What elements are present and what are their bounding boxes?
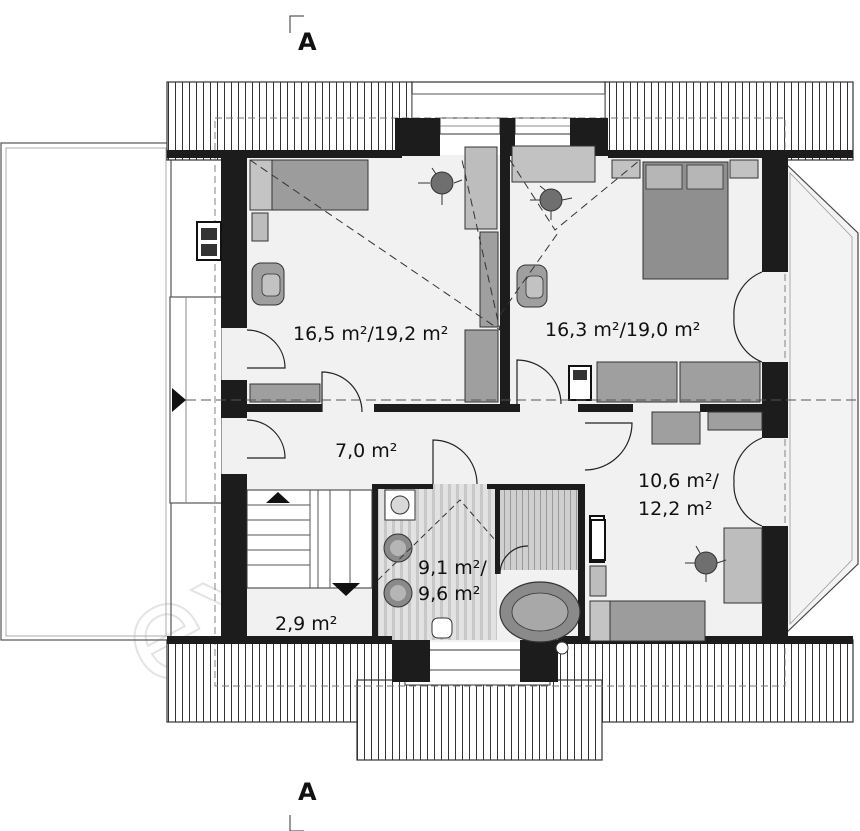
roof-bottom-center [356,679,603,761]
bed-small-pillow [589,600,611,642]
washing-machine-drum [390,495,410,515]
radiator-right [590,519,606,561]
diagonal-left [249,159,501,332]
stair-steps [247,490,351,588]
toilet [431,617,453,639]
svg-text:A: A [298,28,317,56]
terrace-inner [5,147,167,637]
room-area-bathroom-1: 9,1 m²/ [418,557,487,579]
sink-1-bowl [390,540,406,556]
nightstand-small [589,565,607,597]
stair-arrow-up [266,492,290,503]
cabinet-left [249,383,321,403]
room-area-storage: 2,9 m² [275,613,337,635]
svg-text:A: A [298,778,317,806]
bay-window-inner [789,172,853,625]
shelf-right-2 [729,159,759,179]
wardrobe-right-2 [679,361,761,403]
desk-right [511,145,596,183]
section-marker-top: A [289,15,317,56]
nightstand-left [251,212,269,242]
chimney-left-flue [201,228,217,240]
sink-2-bowl [390,585,406,601]
armchair-left-seat [261,273,281,297]
chimney-left-flue-2 [201,244,217,256]
room-area-bathroom-2: 9,6 m² [418,583,480,605]
office-chair-right [530,185,573,220]
room-area-bedroom-small-1: 10,6 m²/ [638,470,719,492]
sauna-floor [500,490,578,570]
section-arrow-left [172,388,186,412]
desk-small [723,527,763,604]
room-area-bedroom-small-2: 12,2 m² [638,498,712,520]
stair-arrow-down [332,583,360,596]
desk-left [464,146,498,230]
bathtub-tap [555,641,569,655]
hall-cabinet-2 [707,411,763,431]
bathroom-diagonal [377,499,496,581]
bathtub-inner [511,592,569,632]
diagonal-right [509,159,641,231]
armchair-right-seat [525,275,544,299]
section-marker-bottom: A [289,778,317,831]
room-area-bedroom-left: 16,5 m²/19,2 m² [293,323,448,345]
office-chair-left [418,167,463,205]
office-chair-small [685,545,727,582]
room-area-hall: 7,0 m² [335,440,397,462]
bed-right-pillow-2 [686,164,724,190]
shelf-right [611,159,641,179]
chimney-flue [573,370,587,380]
roof-top-right [604,81,854,161]
wardrobe-left-2 [464,329,499,403]
bed-left-pillow [249,159,273,211]
hall-cabinet [651,411,701,445]
roof-top-left [166,81,413,161]
bed-right-pillow [645,164,683,190]
diagonal-right-2 [499,229,561,316]
doors [246,271,763,575]
room-area-bedroom-right: 16,3 m²/19,0 m² [545,319,700,341]
wardrobe-right [596,361,678,403]
bay-window [784,161,859,636]
